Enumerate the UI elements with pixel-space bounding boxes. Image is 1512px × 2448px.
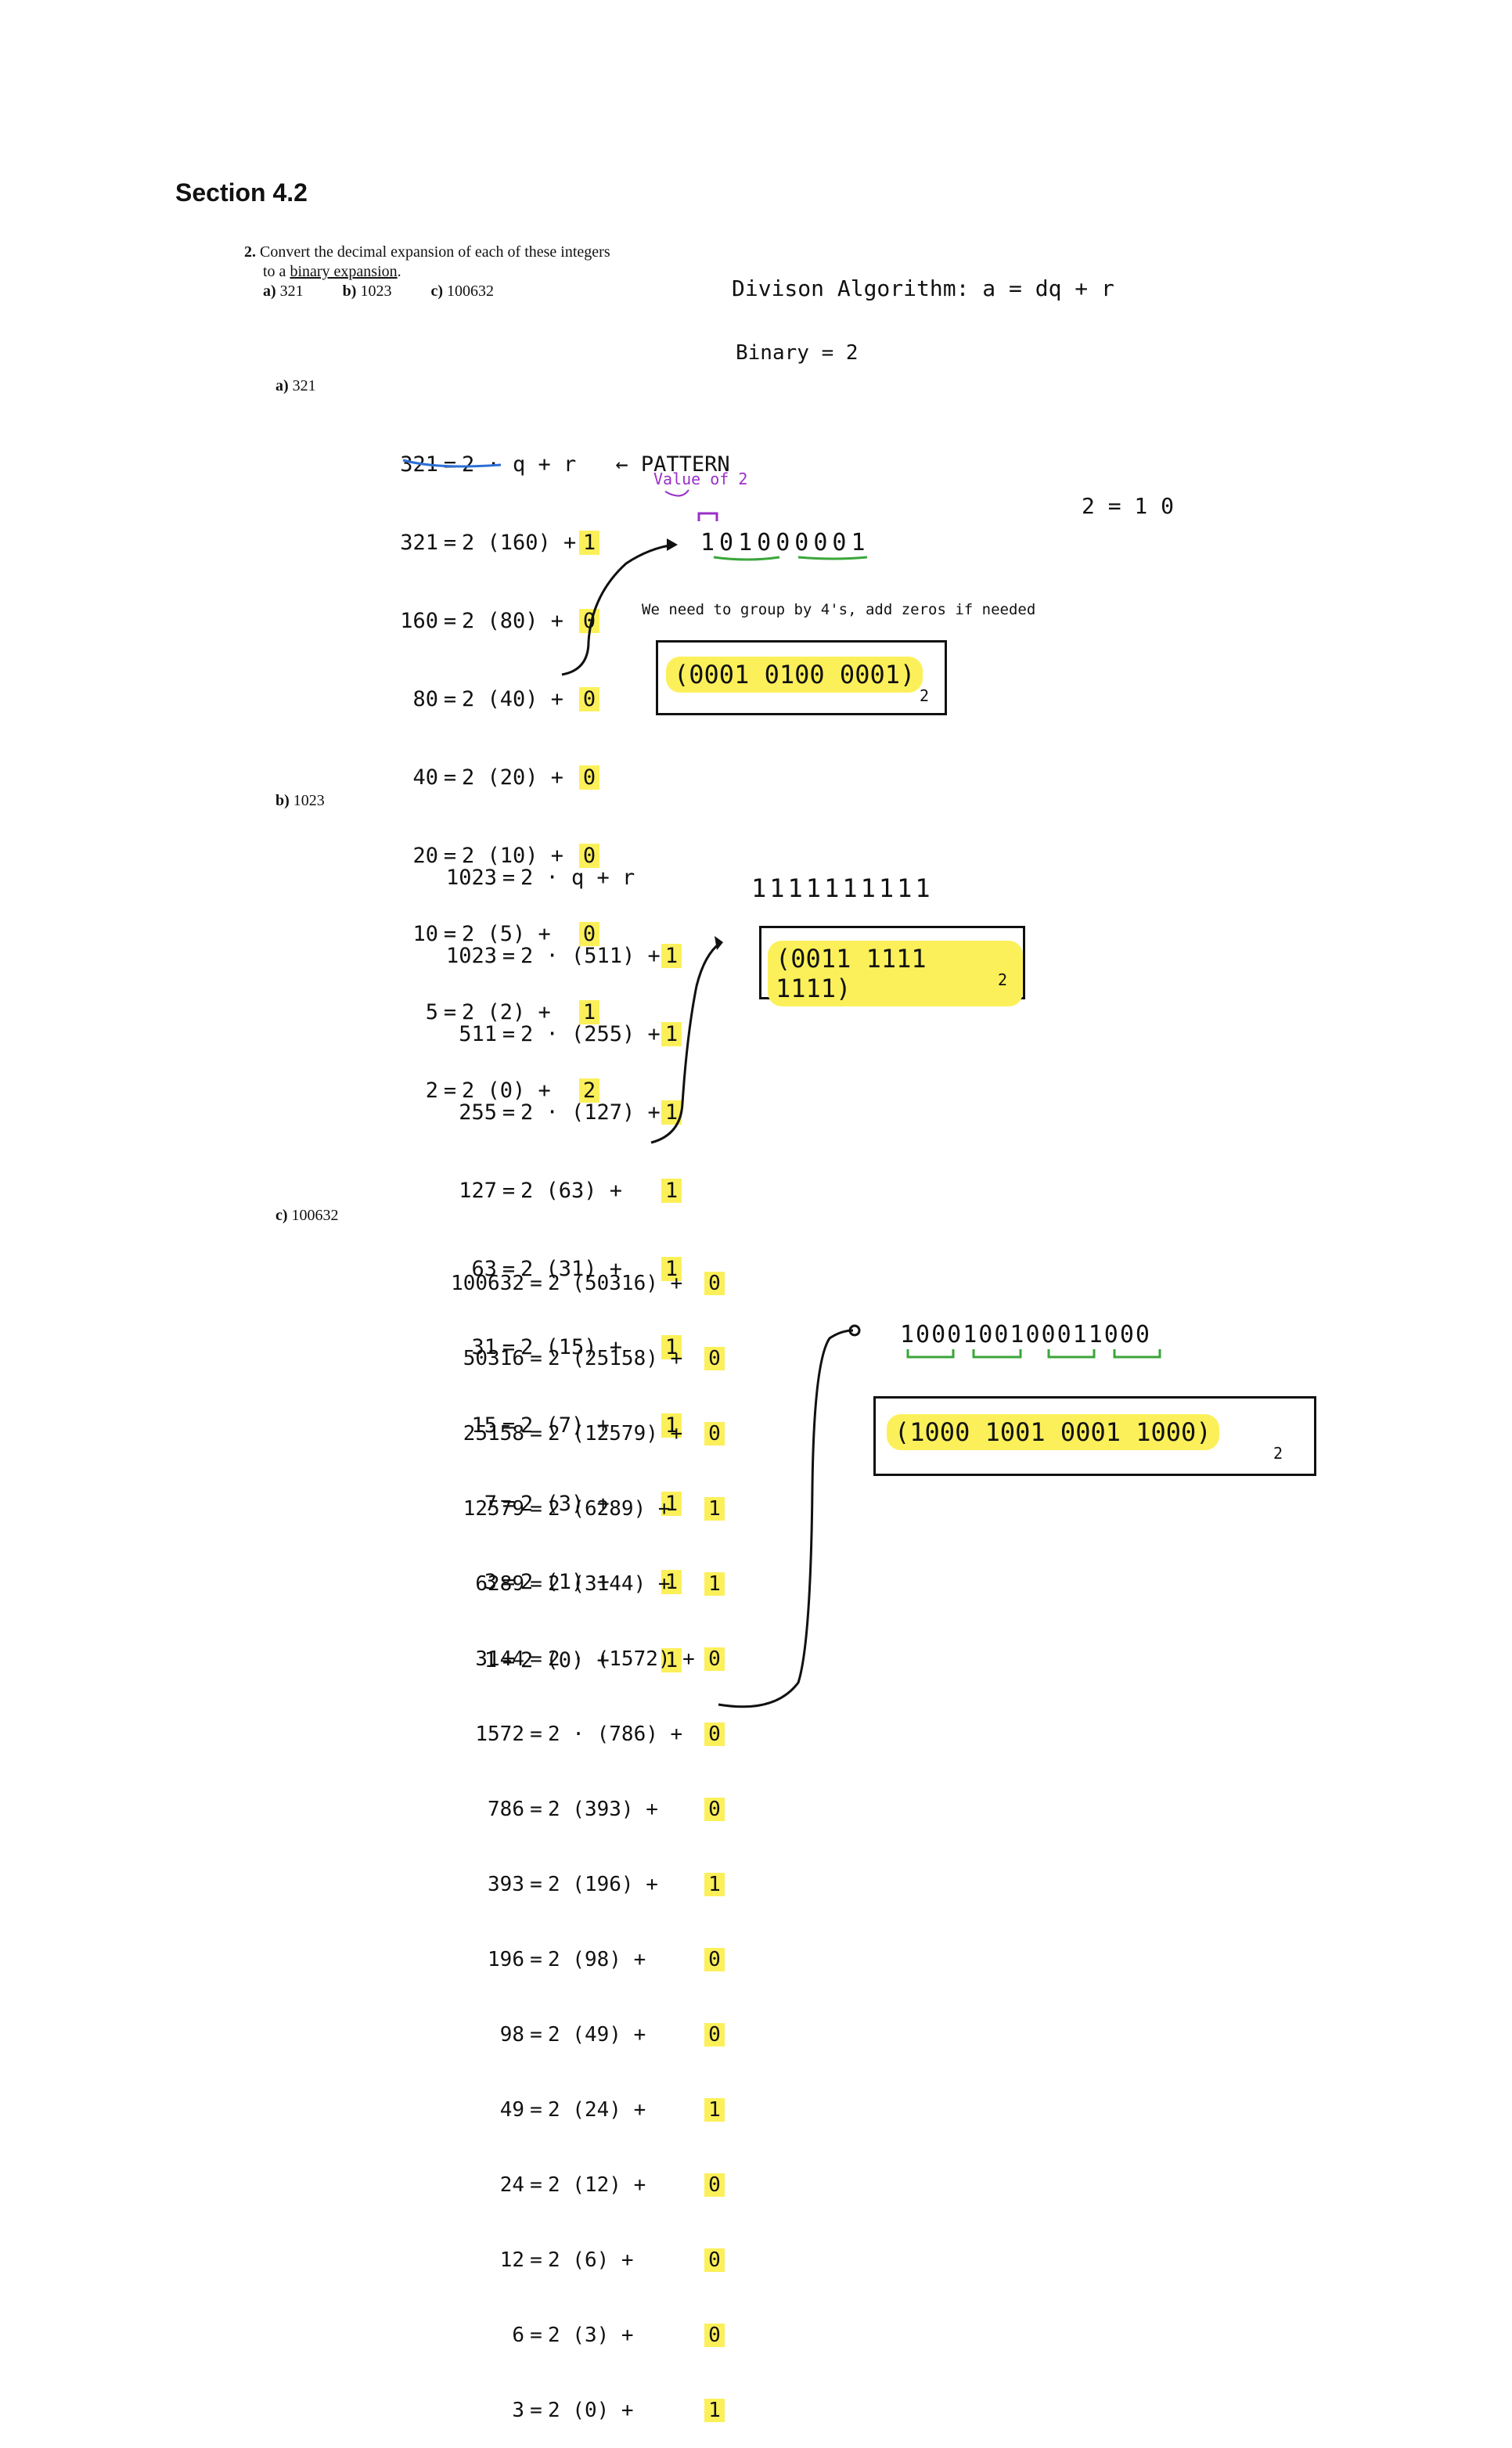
part-label-b: b) (342, 283, 357, 300)
binary-note: Binary = 2 (736, 341, 859, 365)
part-a-binary-raw: 101000001 (700, 529, 870, 556)
problem-line-1: Convert the decimal expansion of each of… (260, 243, 610, 261)
table-row: 6=2 (3) +0 (399, 2321, 725, 2349)
part-label-c: c) (430, 283, 444, 300)
green-bracket-stroke (1113, 1349, 1161, 1359)
part-label-a: a) (263, 283, 276, 300)
table-row: 321=2 (160) +1 (368, 527, 730, 557)
blue-underline-stroke (402, 459, 502, 468)
table-row: 100632=2 (50316) +0 (399, 1269, 725, 1298)
part-b-answer: (0011 1111 1111) (768, 941, 1023, 1006)
table-row: 2=2 (0) +2 (368, 1075, 730, 1105)
table-row: 255=2 · (127) +1 (427, 1097, 682, 1127)
purple-bracket-stroke (697, 512, 718, 521)
problem-parts: a) 321 b) 1023 c) 100632 (244, 282, 610, 301)
table-row: 49=2 (24) +1 (399, 2096, 725, 2124)
table-row: 393=2 (196) +1 (399, 1870, 725, 1899)
problem-line-2: to a (263, 263, 290, 280)
part-a-work: 321= 2 · q + r ← PATTERN 321=2 (160) +1 … (368, 401, 730, 1129)
table-row: 3144=2 · (1572) +0 (399, 1645, 725, 1673)
table-row: 24=2 (12) +0 (399, 2171, 725, 2199)
table-row: 10=2 (5) +0 (368, 919, 730, 949)
table-row: 25158=2 (12579) +0 (399, 1420, 725, 1448)
arrow-c-stroke (718, 1329, 854, 1708)
part-value-a: 321 (279, 283, 304, 300)
table-row: 31=2 (15) +1 (427, 1332, 682, 1362)
purple-arrow-stroke (664, 489, 689, 497)
table-row: 20=2 (10) +0 (368, 841, 730, 870)
part-b-binary-raw: 1111111111 (751, 873, 934, 903)
value-of-2-note: Value of 2 (653, 470, 748, 488)
pattern-note: ← PATTERN (615, 452, 730, 477)
arrow-a-stroke (561, 543, 675, 676)
arrow-a-head (667, 538, 678, 551)
table-row: 786=2 (393) +0 (399, 1795, 725, 1823)
problem-number: 2. (244, 243, 256, 261)
green-bracket-stroke (1047, 1349, 1096, 1359)
table-row: 1572=2 · (786) +0 (399, 1720, 725, 1748)
part-b-label: b) 1023 (275, 792, 325, 809)
part-b-base: 2 (998, 970, 1008, 989)
table-row: 98=2 (49) +0 (399, 2021, 725, 2049)
table-row: 12579=2 (6289) +1 (399, 1495, 725, 1523)
arrow-b-stroke (650, 941, 721, 1144)
table-row: 1023=2 · (511) +1 (427, 941, 682, 970)
annotation-strokes (402, 459, 1161, 1708)
part-c-answer: (1000 1001 0001 1000) (887, 1414, 1219, 1450)
part-a-answer-box: (0001 0100 0001) 2 (656, 640, 947, 715)
table-row: 80=2 (40) +0 (368, 684, 730, 714)
part-b-pattern-row: 1023=2 · q + r (445, 865, 635, 890)
part-a-label: a) 321 (275, 377, 316, 394)
part-b-answer-box: (0011 1111 1111) 2 (759, 926, 1025, 1006)
green-bracket-stroke (972, 1349, 1022, 1359)
table-row: 127=2 (63) +1 (427, 1175, 682, 1205)
arrow-b-head (715, 936, 723, 950)
green-bracket-stroke (906, 1349, 955, 1359)
table-row: 15=2 (7) +1 (427, 1410, 682, 1440)
part-c-label: c) 100632 (275, 1207, 339, 1224)
part-value-b: 1023 (360, 283, 392, 300)
section-title: Section 4.2 (175, 178, 308, 207)
table-row: 6289=2 (3144) +1 (399, 1570, 725, 1598)
part-c-answer-box: (1000 1001 0001 1000) 2 (873, 1396, 1316, 1476)
problem-statement: 2. Convert the decimal expansion of each… (244, 243, 610, 301)
table-row: 3=2 (0) +1 (399, 2396, 725, 2425)
table-row: 511=2 · (255) +1 (427, 1019, 682, 1049)
part-c-binary-raw: 1000100100011000 (900, 1321, 1151, 1348)
two-equals-note: 2 = 1 0 (1082, 493, 1175, 519)
table-row: 5=2 (2) +1 (368, 997, 730, 1027)
table-row: 63=2 (31) +1 (427, 1254, 682, 1283)
division-algorithm-note: Divison Algorithm: a = dq + r (732, 275, 1114, 301)
problem-line-end: . (397, 263, 401, 280)
table-row: 3=2 (1) +1 (427, 1567, 682, 1597)
part-c-base: 2 (1273, 1444, 1283, 1463)
table-row: 40=2 (20) +0 (368, 762, 730, 792)
part-a-answer: (0001 0100 0001) (666, 657, 923, 693)
part-a-base: 2 (920, 686, 930, 705)
table-row: 1=2 (0) +1 (427, 1645, 682, 1675)
part-value-c: 100632 (447, 283, 495, 300)
part-b-work: 1023=2 · q + r 1023=2 · (511) +1 511=2 ·… (427, 814, 682, 1699)
arrow-c-head (848, 1324, 861, 1337)
problem-underlined: binary expansion (290, 263, 398, 280)
green-underline-stroke (797, 556, 868, 560)
table-row: 50316=2 (25158) +0 (399, 1345, 725, 1373)
table-row: 7=2 (3) +1 (427, 1489, 682, 1518)
green-underline-stroke (713, 556, 780, 561)
table-row: 12=2 (6) +0 (399, 2246, 725, 2274)
group-note: We need to group by 4's, add zeros if ne… (642, 601, 1036, 618)
